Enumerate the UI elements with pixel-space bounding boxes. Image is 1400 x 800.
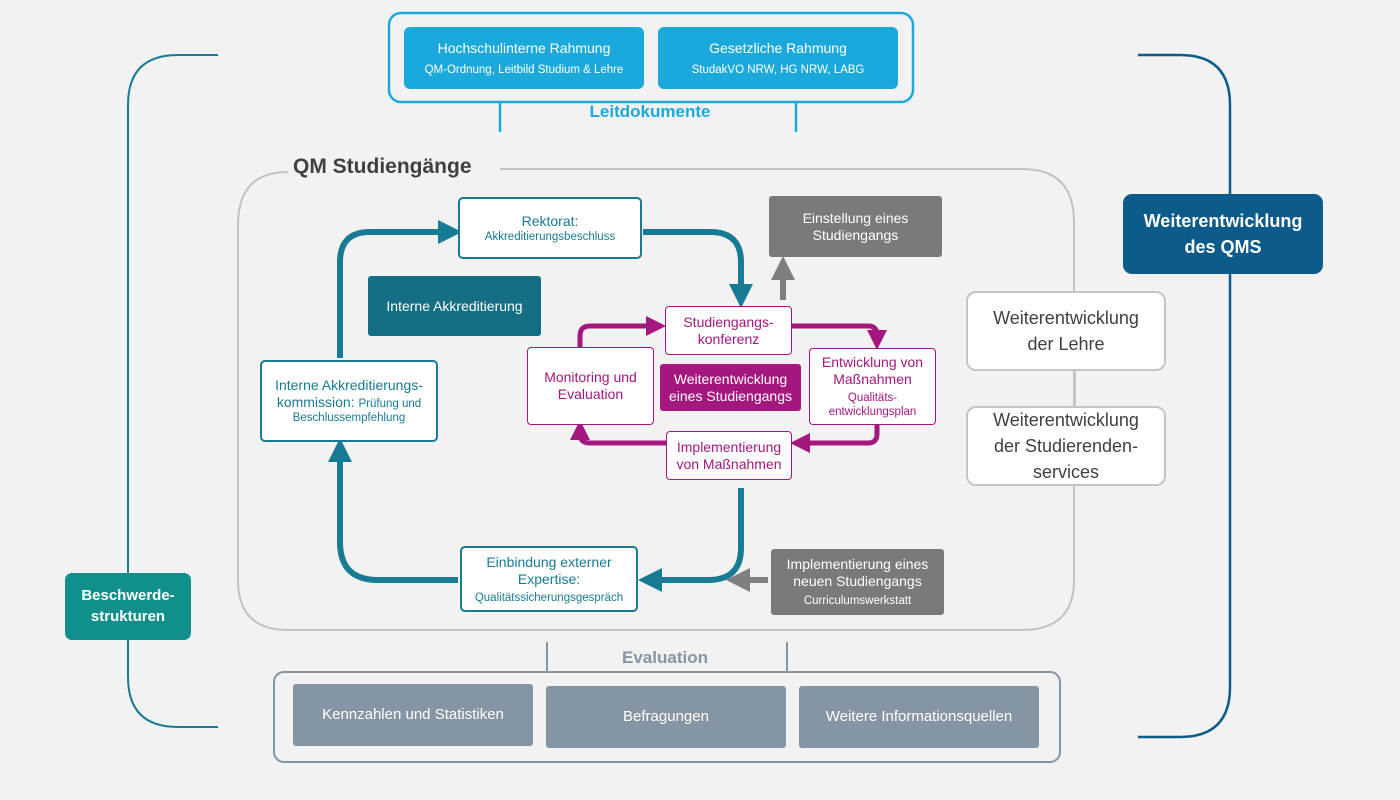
entwicklung-line1: Entwicklung von — [821, 354, 924, 370]
implementierung-line2: von Maßnahmen — [676, 455, 782, 472]
beschwerde-line2: strukturen — [90, 608, 166, 625]
monitoring-line2: Evaluation — [557, 386, 624, 402]
weiterentwicklung-lehre-box: Weiterentwicklung der Lehre — [966, 291, 1166, 371]
einstellung-line1: Einstellung eines — [802, 209, 909, 226]
beschwerde-line1: Beschwerde- — [81, 587, 175, 604]
rektorat-box: Rektorat: Akkreditierungsbeschluss — [458, 197, 642, 259]
qm-title: QM Studiengänge — [293, 155, 472, 178]
einstellung-box: Einstellung eines Studiengangs — [769, 196, 942, 257]
einbindung-box: Einbindung externer Expertise: Qualitäts… — [460, 546, 638, 612]
gesetz-subtitle: StudakVO NRW, HG NRW, LABG — [691, 63, 865, 76]
center-weiterentwicklung-box: Weiterentwicklung eines Studiengangs — [660, 364, 801, 411]
monitoring-box: Monitoring und Evaluation — [527, 347, 654, 425]
evaluation-item-2: Weitere Informationsquellen — [825, 708, 1013, 725]
arrow-implementierung-to-einbindung — [638, 488, 744, 592]
kommission-line2-small: Prüfung und — [358, 398, 422, 410]
weiterentwicklung-services-box: Weiterentwicklung der Studierenden- serv… — [966, 406, 1166, 486]
weiterentwicklung-qms-box: Weiterentwicklung des QMS — [1123, 194, 1323, 274]
center-line2: eines Studiengangs — [669, 387, 792, 404]
befragungen-box: Befragungen — [546, 686, 786, 748]
interne-akkreditierung-box: Interne Akkreditierung — [368, 276, 541, 336]
entwicklung-line2: Maßnahmen — [833, 371, 912, 387]
implementierung-neu-line2: neuen Studiengangs — [793, 573, 922, 589]
konferenz-box: Studiengangs- konferenz — [665, 306, 792, 355]
kommission-box: Interne Akkreditierungs- kommission: Prü… — [260, 360, 438, 442]
services-line2: der Studierenden- — [993, 436, 1139, 456]
kennzahlen-box: Kennzahlen und Statistiken — [293, 684, 533, 746]
evaluation-item-1: Befragungen — [623, 708, 709, 725]
evaluation-item-0: Kennzahlen und Statistiken — [322, 706, 504, 723]
einbindung-line2: Expertise: — [517, 570, 581, 587]
gesetz-title: Gesetzliche Rahmung — [709, 39, 847, 56]
leitdokumente-title: Leitdokumente — [589, 102, 711, 121]
arrow-konferenz-to-entwicklung — [792, 323, 887, 350]
qms-line1: Weiterentwicklung — [1143, 211, 1303, 231]
arrow-einbindung-to-kommission — [328, 438, 458, 583]
einbindung-line1: Einbindung externer — [486, 553, 612, 570]
implementierung-neu-box: Implementierung eines neuen Studiengangs… — [771, 549, 944, 615]
hochschul-subtitle: QM-Ordnung, Leitbild Studium & Lehre — [424, 63, 624, 76]
entwicklung-box: Entwicklung von Maßnahmen Qualitäts- ent… — [809, 348, 936, 425]
implementierung-box: Implementierung von Maßnahmen — [666, 431, 792, 480]
implementierung-line1: Implementierung — [676, 438, 782, 455]
weitere-informationsquellen-box: Weitere Informationsquellen — [799, 686, 1039, 748]
kommission-line3: Beschlussempfehlung — [292, 412, 406, 424]
beschwerdestrukturen-box: Beschwerde- strukturen — [65, 573, 191, 640]
lehre-line2: der Lehre — [1027, 334, 1105, 354]
implementierung-neu-subtitle: Curriculumswerkstatt — [803, 595, 912, 607]
services-line3: services — [1032, 462, 1099, 482]
evaluation-title: Evaluation — [622, 648, 708, 667]
monitoring-line1: Monitoring und — [544, 369, 637, 385]
interne-akkreditierung-label: Interne Akkreditierung — [386, 297, 523, 314]
einbindung-subtitle: Qualitätssicherungsgespräch — [474, 591, 624, 604]
konferenz-line2: konferenz — [697, 330, 760, 347]
hochschulinterne-rahmung-box: Hochschulinterne Rahmung QM-Ordnung, Lei… — [404, 27, 644, 89]
einstellung-line2: Studiengangs — [812, 226, 899, 243]
arrow-implementierung-to-monitoring — [570, 420, 666, 446]
gesetzliche-rahmung-box: Gesetzliche Rahmung StudakVO NRW, HG NRW… — [658, 27, 898, 89]
rektorat-subtitle: Akkreditierungsbeschluss — [484, 230, 616, 243]
kommission-line2-wrap: kommission: Prüfung und — [277, 394, 421, 411]
services-line1: Weiterentwicklung — [993, 410, 1139, 430]
implementierung-neu-line1: Implementierung eines — [786, 556, 929, 572]
konferenz-line1: Studiengangs- — [683, 313, 774, 330]
arrow-monitoring-to-konferenz — [577, 316, 666, 347]
kommission-line2: kommission: — [276, 394, 355, 410]
right-bracket — [1138, 53, 1232, 739]
hochschul-title: Hochschulinterne Rahmung — [437, 39, 611, 56]
arrow-entwicklung-to-implementierung — [790, 425, 880, 453]
kommission-line1: Interne Akkreditierungs- — [275, 377, 423, 393]
lehre-line1: Weiterentwicklung — [993, 308, 1139, 328]
qms-line2: des QMS — [1184, 237, 1262, 257]
rektorat-title: Rektorat: — [521, 212, 579, 229]
center-line1: Weiterentwicklung — [673, 370, 788, 387]
entwicklung-sub2: entwicklungsplan — [828, 406, 917, 418]
entwicklung-sub1: Qualitäts- — [847, 392, 898, 404]
arrow-rektorat-to-konferenz — [643, 229, 753, 308]
